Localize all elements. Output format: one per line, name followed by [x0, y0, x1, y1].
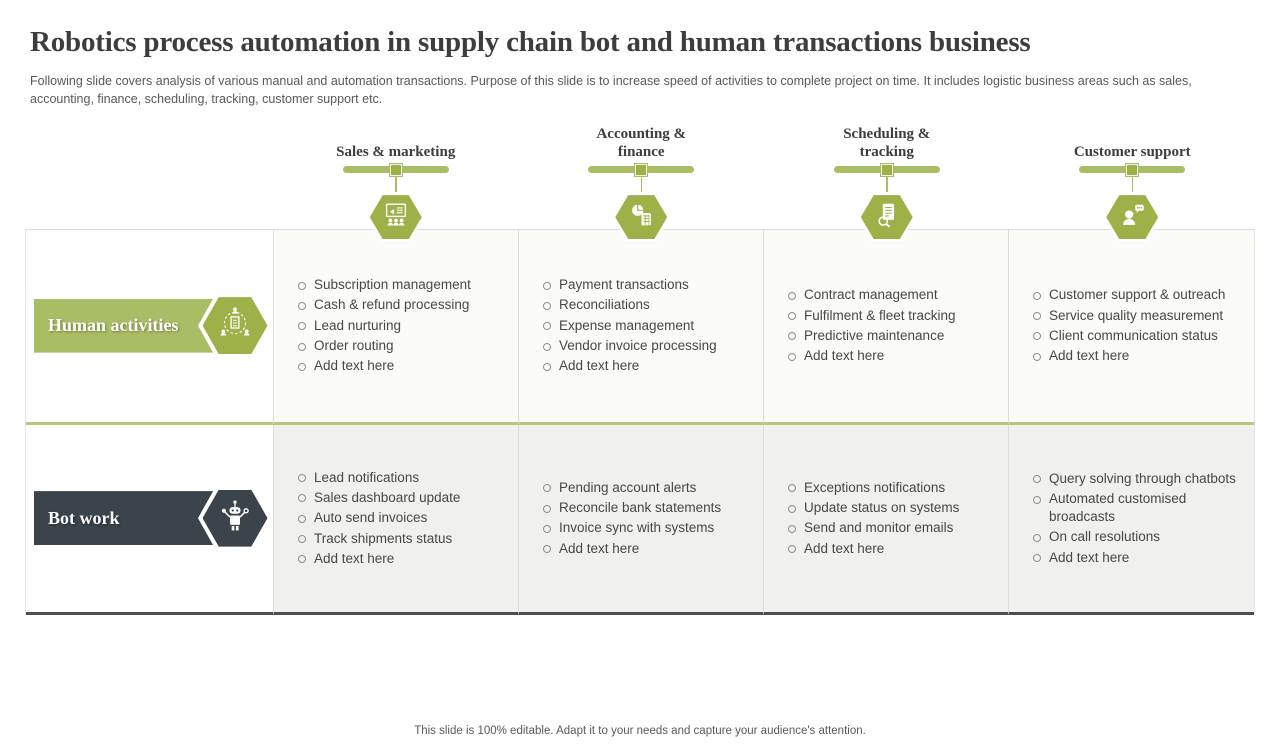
- list-item: Add text here: [1031, 347, 1225, 365]
- sales-marketing-icon: [381, 200, 411, 235]
- bot-work-banner: Bot work: [34, 485, 272, 552]
- cell-bot-customer-support: Query solving through chatbots Automated…: [1009, 424, 1254, 615]
- list-item: Vendor invoice processing: [541, 337, 717, 355]
- cell-bot-accounting-finance: Pending account alerts Reconcile bank st…: [519, 424, 764, 615]
- column-header-scheduling-tracking: Scheduling & tracking: [764, 125, 1010, 243]
- list-item: Add text here: [1031, 549, 1244, 567]
- list-item: Client communication status: [1031, 327, 1225, 345]
- bullet-list: Query solving through chatbots Automated…: [1009, 467, 1254, 569]
- list-item: Add text here: [541, 540, 721, 558]
- column-headers: Sales & marketing: [273, 125, 1255, 243]
- list-item: Add text here: [296, 357, 471, 375]
- cell-human-scheduling-tracking: Contract management Fulfilment & fleet t…: [764, 229, 1009, 425]
- list-item: Exceptions notifications: [786, 479, 959, 497]
- transactions-table: Human activities: [25, 228, 1255, 615]
- row-label: Human activities: [48, 315, 179, 336]
- bullet-list: Subscription management Cash & refund pr…: [274, 274, 481, 378]
- hexagon-badge: [857, 192, 916, 243]
- connector-bar: [342, 163, 449, 176]
- slide-description: Following slide covers analysis of vario…: [30, 74, 1192, 107]
- list-item: Reconcile bank statements: [541, 499, 721, 517]
- human-activities-banner: Human activities: [34, 292, 272, 359]
- list-item: Payment transactions: [541, 276, 717, 294]
- footer-note: This slide is 100% editable. Adapt it to…: [414, 725, 866, 737]
- column-header-accounting-finance: Accounting & finance: [519, 125, 765, 243]
- column-header-label: Sales & marketing: [336, 144, 456, 161]
- connector-line: [395, 173, 397, 193]
- list-item: Expense management: [541, 317, 717, 335]
- connector-node: [880, 163, 893, 176]
- accounting-finance-icon: [626, 200, 656, 235]
- list-item: Customer support & outreach: [1031, 286, 1225, 304]
- customer-support-icon: [1117, 200, 1147, 235]
- bullet-list: Lead notifications Sales dashboard updat…: [274, 466, 470, 570]
- list-item: Send and monitor emails: [786, 519, 959, 537]
- column-header-label: Customer support: [1073, 144, 1191, 161]
- list-item: Lead notifications: [296, 469, 460, 487]
- hexagon-badge: [612, 192, 671, 243]
- column-header-label: Accounting & finance: [596, 125, 687, 161]
- list-item: Add text here: [786, 540, 959, 558]
- list-item: Query solving through chatbots: [1031, 470, 1244, 488]
- bullet-list: Customer support & outreach Service qual…: [1009, 284, 1235, 368]
- row-label: Bot work: [48, 507, 120, 528]
- connector-bar: [1079, 163, 1186, 176]
- list-item: Auto send invoices: [296, 509, 460, 527]
- bullet-list: Exceptions notifications Update status o…: [764, 476, 969, 560]
- connector-node: [1126, 163, 1139, 176]
- list-item: Cash & refund processing: [296, 296, 471, 314]
- list-item: Pending account alerts: [541, 479, 721, 497]
- bullet-list: Contract management Fulfilment & fleet t…: [764, 284, 966, 368]
- slide: Robotics process automation in supply ch…: [0, 26, 1280, 746]
- list-item: Order routing: [296, 337, 471, 355]
- list-item: Add text here: [786, 347, 956, 365]
- connector-line: [640, 173, 642, 193]
- list-item: Predictive maintenance: [786, 327, 956, 345]
- list-item: Fulfilment & fleet tracking: [786, 307, 956, 325]
- list-item: Subscription management: [296, 276, 471, 294]
- column-header-sales-marketing: Sales & marketing: [273, 125, 519, 243]
- cell-human-sales-marketing: Subscription management Cash & refund pr…: [274, 229, 519, 425]
- bullet-list: Pending account alerts Reconcile bank st…: [519, 476, 731, 560]
- scheduling-tracking-icon: [872, 200, 902, 235]
- list-item: Add text here: [296, 550, 460, 568]
- bullet-list: Payment transactions Reconciliations Exp…: [519, 274, 727, 378]
- list-item: Sales dashboard update: [296, 489, 460, 507]
- cell-human-accounting-finance: Payment transactions Reconciliations Exp…: [519, 229, 764, 425]
- row-header-human-activities: Human activities: [26, 229, 274, 425]
- connector-line: [1131, 173, 1133, 193]
- list-item: Service quality measurement: [1031, 307, 1225, 325]
- cell-bot-sales-marketing: Lead notifications Sales dashboard updat…: [274, 424, 519, 615]
- column-header-label: Scheduling & tracking: [843, 125, 931, 161]
- robot-icon: [215, 496, 255, 541]
- list-item: Update status on systems: [786, 499, 959, 517]
- cell-human-customer-support: Customer support & outreach Service qual…: [1009, 229, 1254, 425]
- row-header-bot-work: Bot work: [26, 424, 274, 615]
- connector-node: [635, 163, 648, 176]
- connector-bar: [833, 163, 940, 176]
- list-item: On call resolutions: [1031, 528, 1244, 546]
- connector-line: [886, 173, 888, 193]
- list-item: Reconciliations: [541, 296, 717, 314]
- list-item: Contract management: [786, 286, 956, 304]
- connector-bar: [588, 163, 695, 176]
- column-header-customer-support: Customer support: [1010, 125, 1256, 243]
- page-title: Robotics process automation in supply ch…: [30, 26, 1031, 58]
- cell-bot-scheduling-tracking: Exceptions notifications Update status o…: [764, 424, 1009, 615]
- hexagon-badge: [198, 292, 272, 359]
- human-activities-icon: [215, 303, 255, 348]
- list-item: Track shipments status: [296, 530, 460, 548]
- list-item: Add text here: [541, 357, 717, 375]
- list-item: Lead nurturing: [296, 317, 471, 335]
- connector-node: [389, 163, 402, 176]
- list-item: Invoice sync with systems: [541, 519, 721, 537]
- list-item: Automated customised broadcasts: [1031, 490, 1244, 526]
